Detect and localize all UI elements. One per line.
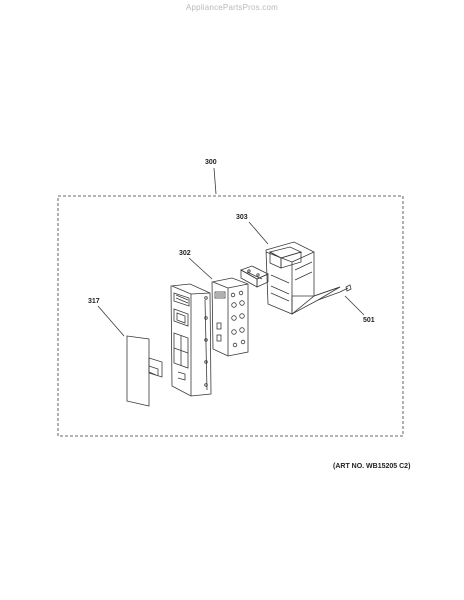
watermark-text: AppliancePartsPros.com (186, 3, 278, 12)
callout-317: 317 (88, 298, 100, 305)
connector-module (240, 265, 269, 288)
callout-302: 302 (179, 250, 191, 257)
leader-303 (248, 221, 269, 245)
leader-302 (188, 257, 213, 280)
screw-501 (339, 284, 352, 293)
control-panel-frame (170, 283, 212, 397)
callout-501: 501 (363, 317, 375, 324)
leader-317 (97, 305, 125, 337)
membrane-panel-317 (126, 335, 163, 407)
circuit-board-302 (211, 277, 249, 357)
leader-501 (344, 295, 365, 316)
assembly-boundary (57, 195, 404, 437)
control-module-303 (265, 241, 341, 315)
callout-300: 300 (205, 159, 217, 166)
callout-303: 303 (236, 214, 248, 221)
art-number: (ART NO. WB15205 C2) (333, 463, 411, 470)
leader-300 (213, 167, 217, 195)
